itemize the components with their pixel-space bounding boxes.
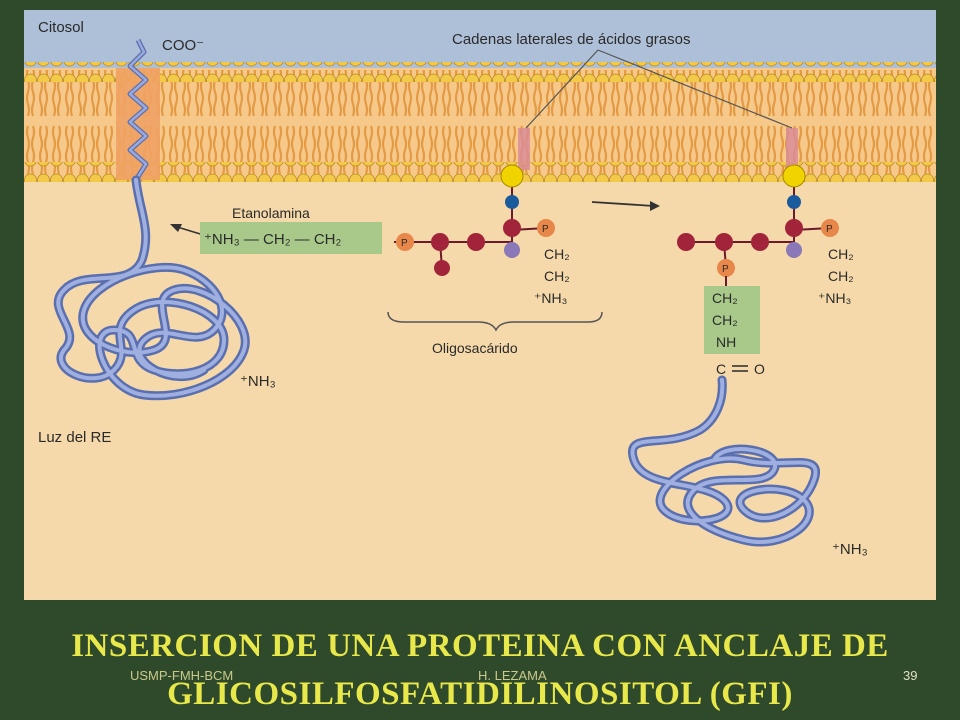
nh3-right: ⁺NH₃	[818, 290, 851, 306]
transfer-arrow	[591, 201, 660, 211]
protein-left	[53, 175, 250, 401]
er-lumen-label: Luz del RE	[38, 429, 111, 446]
gpi-anchor-right: P P	[677, 128, 839, 288]
ch2-left-2: CH₂	[544, 268, 570, 284]
page-number: 39	[903, 668, 918, 683]
linkage-ch2-2: CH₂	[712, 312, 738, 328]
lipid-bilayer	[24, 62, 936, 182]
protein-right	[628, 375, 820, 547]
nh3-protein-left: ⁺NH₃	[240, 373, 276, 390]
inositol	[782, 164, 806, 188]
carbonyl-c: C	[716, 361, 726, 377]
title-bar: INSERCION DE UNA PROTEINA CON ANCLAJE DE…	[0, 604, 960, 720]
footer-left: USMP-FMH-BCM	[130, 668, 234, 683]
ch2-left-1: CH₂	[544, 246, 570, 262]
ethanolamine-label: Etanolamina	[232, 205, 310, 221]
nh3-protein-right: ⁺NH₃	[832, 541, 868, 558]
slide-title: INSERCION DE UNA PROTEINA CON ANCLAJE DE…	[71, 628, 889, 712]
figure: Etanolamina ⁺NH₃ — CH₂ — CH₂ P P CH₂ CH₂…	[24, 10, 936, 600]
ch2-right-2: CH₂	[828, 268, 854, 284]
nh3-left: ⁺NH₃	[534, 290, 567, 306]
fatty-acid-label: Cadenas laterales de ácidos grasos	[452, 31, 690, 48]
fatty-acid-pointers	[525, 49, 793, 129]
ch2-right-1: CH₂	[828, 246, 854, 262]
carbonyl-o: O	[754, 361, 765, 377]
footer-center: H. LEZAMA	[478, 668, 547, 683]
svg-text:P: P	[826, 224, 833, 235]
svg-text:P: P	[722, 264, 729, 275]
linkage-box	[704, 286, 760, 354]
oligosaccharide-label: Oligosacárido	[432, 340, 518, 356]
cytosol-region	[24, 10, 936, 68]
svg-text:P: P	[401, 238, 408, 249]
ethanolamine-formula: ⁺NH₃ — CH₂ — CH₂	[204, 231, 342, 248]
ethanolamine-box	[200, 222, 382, 254]
cytosol-label: Citosol	[38, 19, 84, 36]
gpi-anchor-left: P P	[394, 128, 555, 276]
phosphate	[505, 195, 519, 209]
coo-label: COO⁻	[162, 37, 204, 54]
svg-text:P: P	[542, 224, 549, 235]
linkage-nh: NH	[716, 334, 736, 350]
oligosaccharide-brace	[387, 311, 603, 332]
linkage-ch2-1: CH₂	[712, 290, 738, 306]
inositol	[500, 164, 524, 188]
